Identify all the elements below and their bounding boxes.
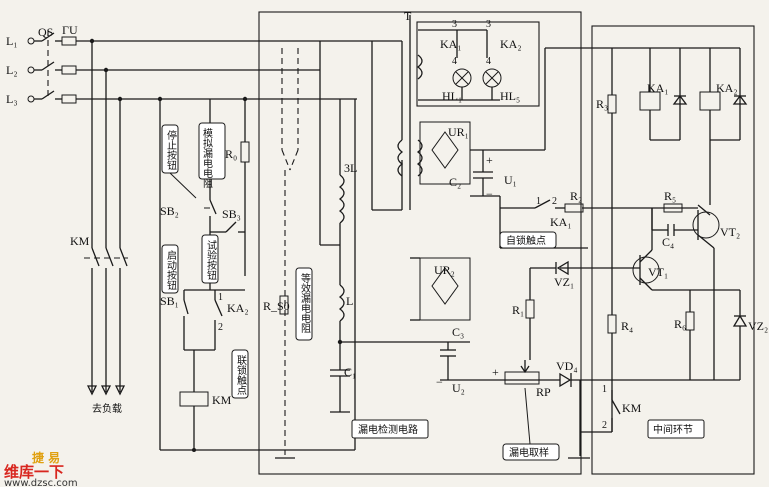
label-minus-C2: −: [486, 187, 493, 201]
callout-test-button-text: 试验按钮: [205, 239, 217, 280]
label-UR2: UR₂: [434, 263, 455, 277]
label-n1-ka2: 1: [218, 292, 223, 303]
label-KA2-lamp: KA₂: [500, 37, 522, 51]
callout-equiv: 等效漏电电阻: [295, 267, 313, 341]
middle-circuit: [499, 47, 748, 459]
km-main-contacts: [84, 41, 128, 396]
callout-interlock-text: 联锁触点: [235, 355, 247, 396]
label-n4-b: 4: [486, 56, 491, 67]
lamp-section-box: [416, 21, 540, 107]
label-n2-km: 2: [602, 420, 607, 431]
label-KA1-contact: KA₁: [550, 215, 572, 229]
label-n1-ka1: 1: [536, 196, 541, 207]
label-plus-C2: +: [486, 153, 493, 167]
label-RS0: R_S0: [263, 299, 290, 313]
label-VZ1: VZ₁: [554, 275, 574, 289]
callout-sample: 漏电取样: [502, 387, 560, 461]
watermark-brand: 维库一下: [4, 463, 64, 481]
label-R4: R₄: [621, 319, 633, 333]
label-KA2-coil: KA₂: [716, 81, 738, 95]
label-R3: R₃: [596, 97, 608, 111]
callout-self-lock: 自锁触点: [499, 231, 557, 249]
label-C1: C₁: [344, 365, 356, 379]
callout-start-text: 启动按钮: [165, 249, 177, 290]
label-C4: C₄: [662, 235, 674, 249]
callout-interlock: 联锁触点: [231, 349, 249, 399]
label-n2-ka1: 2: [552, 196, 557, 207]
labels: L₁ L₂ L₃ QS ΓU T KM 去负载 SB₂ SB₃ R₀ SB₁ K…: [6, 9, 768, 431]
lamp-circuit: [418, 29, 502, 101]
label-load: 去负载: [92, 402, 122, 415]
label-plus-U2: +: [492, 365, 499, 379]
callout-sample-text: 漏电取样: [509, 446, 549, 459]
section-middle-title: 中间环节: [653, 423, 693, 436]
callout-equiv-text: 等效漏电电阻: [299, 272, 311, 334]
label-KM-coil: KM: [212, 393, 232, 407]
label-L: L: [346, 294, 353, 308]
label-VT2: VT₂: [720, 225, 740, 239]
label-FU: ΓU: [62, 23, 78, 37]
label-n2-ka2: 2: [218, 322, 223, 333]
label-SB1: SB₁: [160, 294, 179, 308]
label-VZ2: VZ₂: [748, 319, 768, 333]
callout-test-button: 试验按钮: [201, 234, 219, 284]
label-KA1-coil: KA₁: [647, 81, 669, 95]
label-U2: U₂: [452, 381, 465, 395]
section-detect-title: 漏电检测电路: [358, 423, 418, 436]
label-L2: L₂: [6, 63, 18, 77]
label-U1: U₁: [504, 173, 517, 187]
watermark-url: www.dzsc.com: [4, 478, 78, 487]
label-KM-aux: KM: [622, 401, 642, 415]
callout-start: 启动按钮: [161, 244, 179, 294]
label-KA1-lamp: KA₁: [440, 37, 462, 51]
label-R0: R₀: [225, 147, 237, 161]
label-C2: C₂: [449, 175, 461, 189]
label-VD4: VD₄: [556, 359, 578, 373]
label-minus-U2: −: [436, 375, 443, 389]
label-SB3: SB₃: [222, 207, 241, 221]
callout-stop-text: 停止按钮: [165, 129, 177, 170]
label-KM-main: KM: [70, 234, 90, 248]
phase-bus: [27, 30, 402, 104]
label-RP: RP: [536, 385, 551, 399]
label-C3: C₃: [452, 325, 464, 339]
label-R6: R₆: [674, 317, 686, 331]
label-n3-a: 3: [452, 19, 457, 30]
callout-stop: 停止按钮: [161, 124, 197, 199]
label-3L: 3L: [344, 161, 357, 175]
detection-section-box: [258, 11, 582, 475]
label-HL5: HL₅: [500, 89, 520, 103]
callout-self-lock-text: 自锁触点: [506, 234, 546, 247]
label-n3-b: 3: [486, 19, 491, 30]
control-circuit: [159, 99, 356, 452]
callout-test-resistor-text: 模拟漏电电阻: [201, 128, 213, 189]
label-T: T: [404, 9, 412, 23]
label-VT1: VT₁: [648, 265, 668, 279]
callout-test-resistor: 模拟漏电电阻: [198, 122, 226, 189]
label-R5: R₅: [664, 189, 676, 203]
label-QS: QS: [38, 25, 53, 39]
label-L1: L₁: [6, 34, 18, 48]
label-R1: R₁: [512, 303, 524, 317]
label-R2: R₂: [570, 189, 582, 203]
label-L3: L₃: [6, 92, 18, 106]
label-UR1: UR₁: [448, 125, 469, 139]
label-HL1: HL₁: [442, 89, 462, 103]
label-n1-km: 1: [602, 384, 607, 395]
label-KA2-contact: KA₂: [227, 301, 249, 315]
middle-section-box: [591, 25, 755, 475]
label-n4-a: 4: [452, 56, 457, 67]
watermark: 捷 易 维库一下 www.dzsc.com: [4, 450, 78, 487]
watermark-tag: 捷 易: [32, 450, 60, 465]
label-SB2: SB₂: [160, 204, 179, 218]
detection-circuit: [275, 15, 612, 459]
